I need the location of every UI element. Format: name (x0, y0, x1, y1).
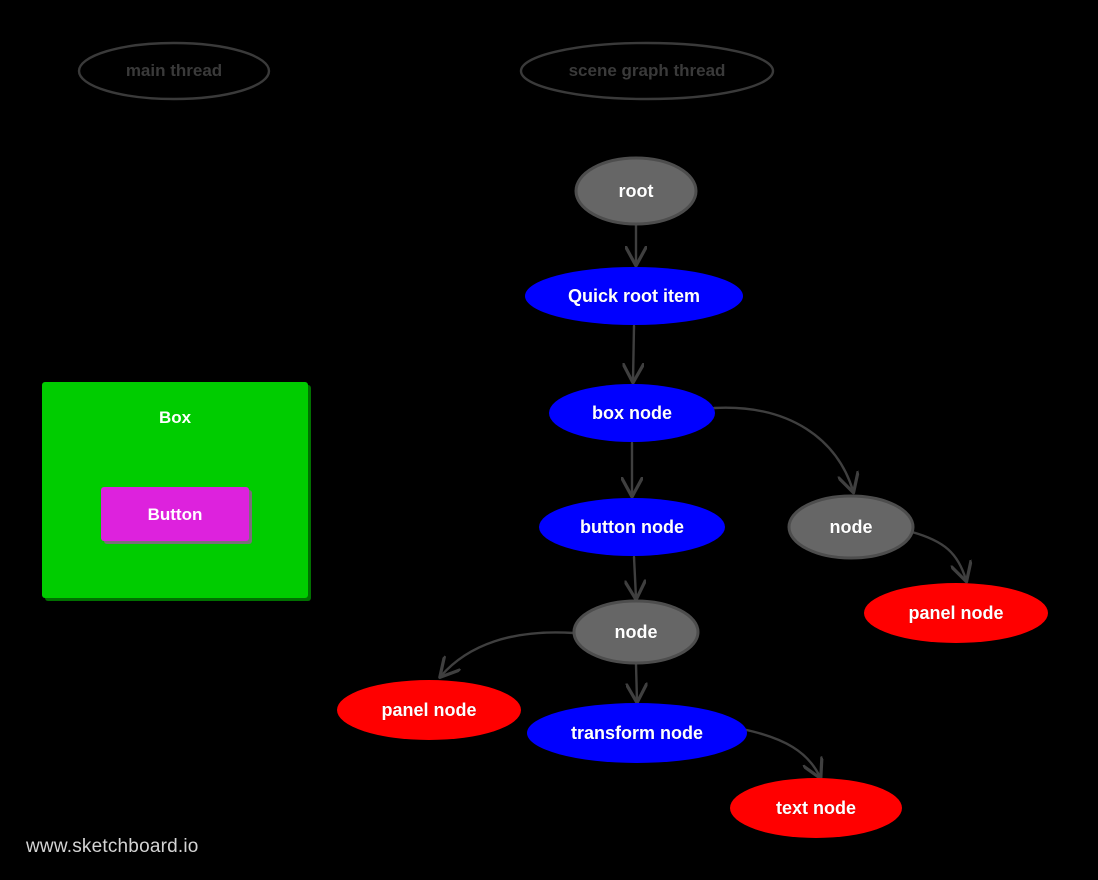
graph-node-transform-node[interactable] (527, 703, 747, 763)
sketchboard-watermark: www.sketchboard.io (26, 836, 199, 857)
edge-transform-node-to-text-node[interactable] (740, 727, 820, 777)
node-ellipses (337, 156, 1048, 838)
edge-box-node-to-node-right[interactable] (712, 406, 853, 491)
edge-node-center-to-transform-node[interactable] (636, 662, 637, 701)
ui-mockup-button[interactable] (101, 487, 249, 541)
edge-node-right-to-panel-node-right[interactable] (910, 530, 966, 580)
edge-button-node-to-node-center[interactable] (634, 555, 636, 598)
edge-node-center-to-panel-node-left[interactable] (441, 631, 576, 676)
graph-node-panel-node-right[interactable] (864, 583, 1048, 643)
graph-node-box-node[interactable] (549, 384, 715, 442)
graph-node-text-node[interactable] (730, 778, 902, 838)
graph-node-quick-root-item[interactable] (525, 267, 743, 325)
swimlane-scene-graph-thread[interactable] (519, 41, 775, 101)
graph-node-node-right[interactable] (787, 494, 915, 560)
edge-paths (441, 223, 966, 777)
edge-quick-root-item-to-box-node[interactable] (633, 324, 634, 381)
graph-node-panel-node-left[interactable] (337, 680, 521, 740)
swimlane-ellipses (77, 41, 775, 101)
swimlane-main-thread[interactable] (77, 41, 271, 101)
graph-node-root[interactable] (574, 156, 698, 226)
ui-mockup-shapes (42, 382, 311, 601)
graph-node-button-node[interactable] (539, 498, 725, 556)
graph-node-node-center[interactable] (572, 599, 700, 665)
